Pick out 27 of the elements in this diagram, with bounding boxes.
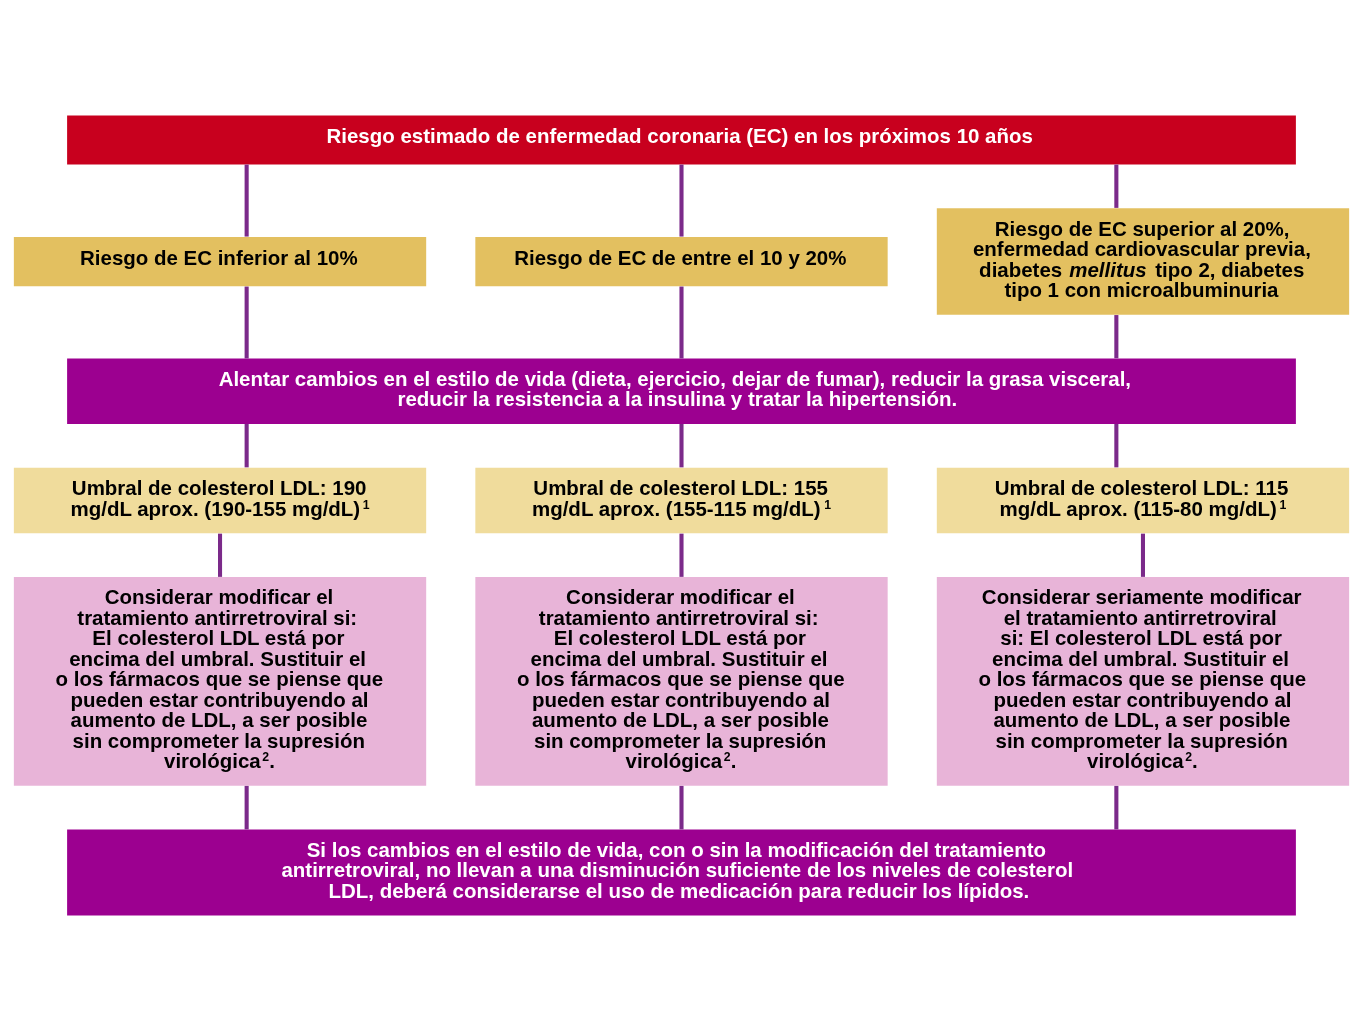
node-box: Riesgo de EC inferior al 10%	[13, 236, 427, 286]
node-box: Umbral de colesterol LDL: 115 mg/dL aprox. (115-80 mg/dL)$^{1}$	[936, 467, 1350, 533]
node-box: Riesgo de EC de entre el 10 y 20%	[475, 236, 888, 286]
connector	[1114, 164, 1119, 208]
connector	[679, 286, 684, 358]
node-box: Si los cambios en el estilo de vida, con o sin la modificación del tratamiento antirretroviral, no llevan a una disminución suficiente de los niveles de colesterol LDL, deberá considerarse el uso de medicación para reducir los lípidos.	[67, 829, 1296, 916]
node-box: Considerar modificar el tratamiento antirretroviral si: El colesterol LDL está por encima del umbral. Sustituir el o los fármacos que se piense que pueden estar contribuyendo al aumento de LDL, a ser posible sin comprometer la supresión virológica$^{2}$.	[13, 576, 427, 786]
node-box: Umbral de colesterol LDL: 190 mg/dL aprox. (190-155 mg/dL)$^{1}$	[13, 467, 427, 533]
node-box: Alentar cambios en el estilo de vida (dieta, ejercicio, dejar de fumar), reducir la grasa visceral, reducir la resistencia a la insulina y tratar la hipertensión.	[67, 358, 1296, 424]
connector	[1114, 423, 1119, 467]
node-box: Considerar modificar el tratamiento antirretroviral si: El colesterol LDL está por encima del umbral. Sustituir el o los fármacos que se piense que pueden estar contribuyendo al aumento de LDL, a ser posible sin comprometer la supresión virológica$^{2}$.	[475, 576, 888, 786]
connector	[679, 785, 684, 829]
node-box: Considerar seriamente modificar el tratamiento antirretroviral si: El colesterol LDL está por encima del umbral. Sustituir el o los fármacos que se piense que pueden estar contribuyendo al aumento de LDL, a ser posible sin comprometer la supresión virológica$^{2}$.	[936, 576, 1350, 786]
connector	[244, 785, 249, 829]
node-box: Riesgo de EC superior al 20%, enfermedad cardiovascular previa, diabetes mellitus tipo 2, diabetes tipo 1 con microalbuminuria	[936, 207, 1350, 315]
connector	[244, 164, 249, 237]
node-box: Umbral de colesterol LDL: 155 mg/dL aprox. (155-115 mg/dL)$^{1}$	[475, 467, 888, 533]
connector	[244, 286, 249, 358]
connector	[1140, 533, 1146, 577]
connector	[679, 533, 684, 577]
connector	[679, 423, 684, 467]
connector	[679, 164, 684, 237]
connector	[1114, 785, 1119, 829]
node-box: Riesgo estimado de enfermedad coronaria (EC) en los próximos 10 años	[67, 114, 1296, 165]
connector	[217, 533, 223, 577]
connector	[1114, 314, 1119, 358]
connector	[244, 423, 249, 467]
